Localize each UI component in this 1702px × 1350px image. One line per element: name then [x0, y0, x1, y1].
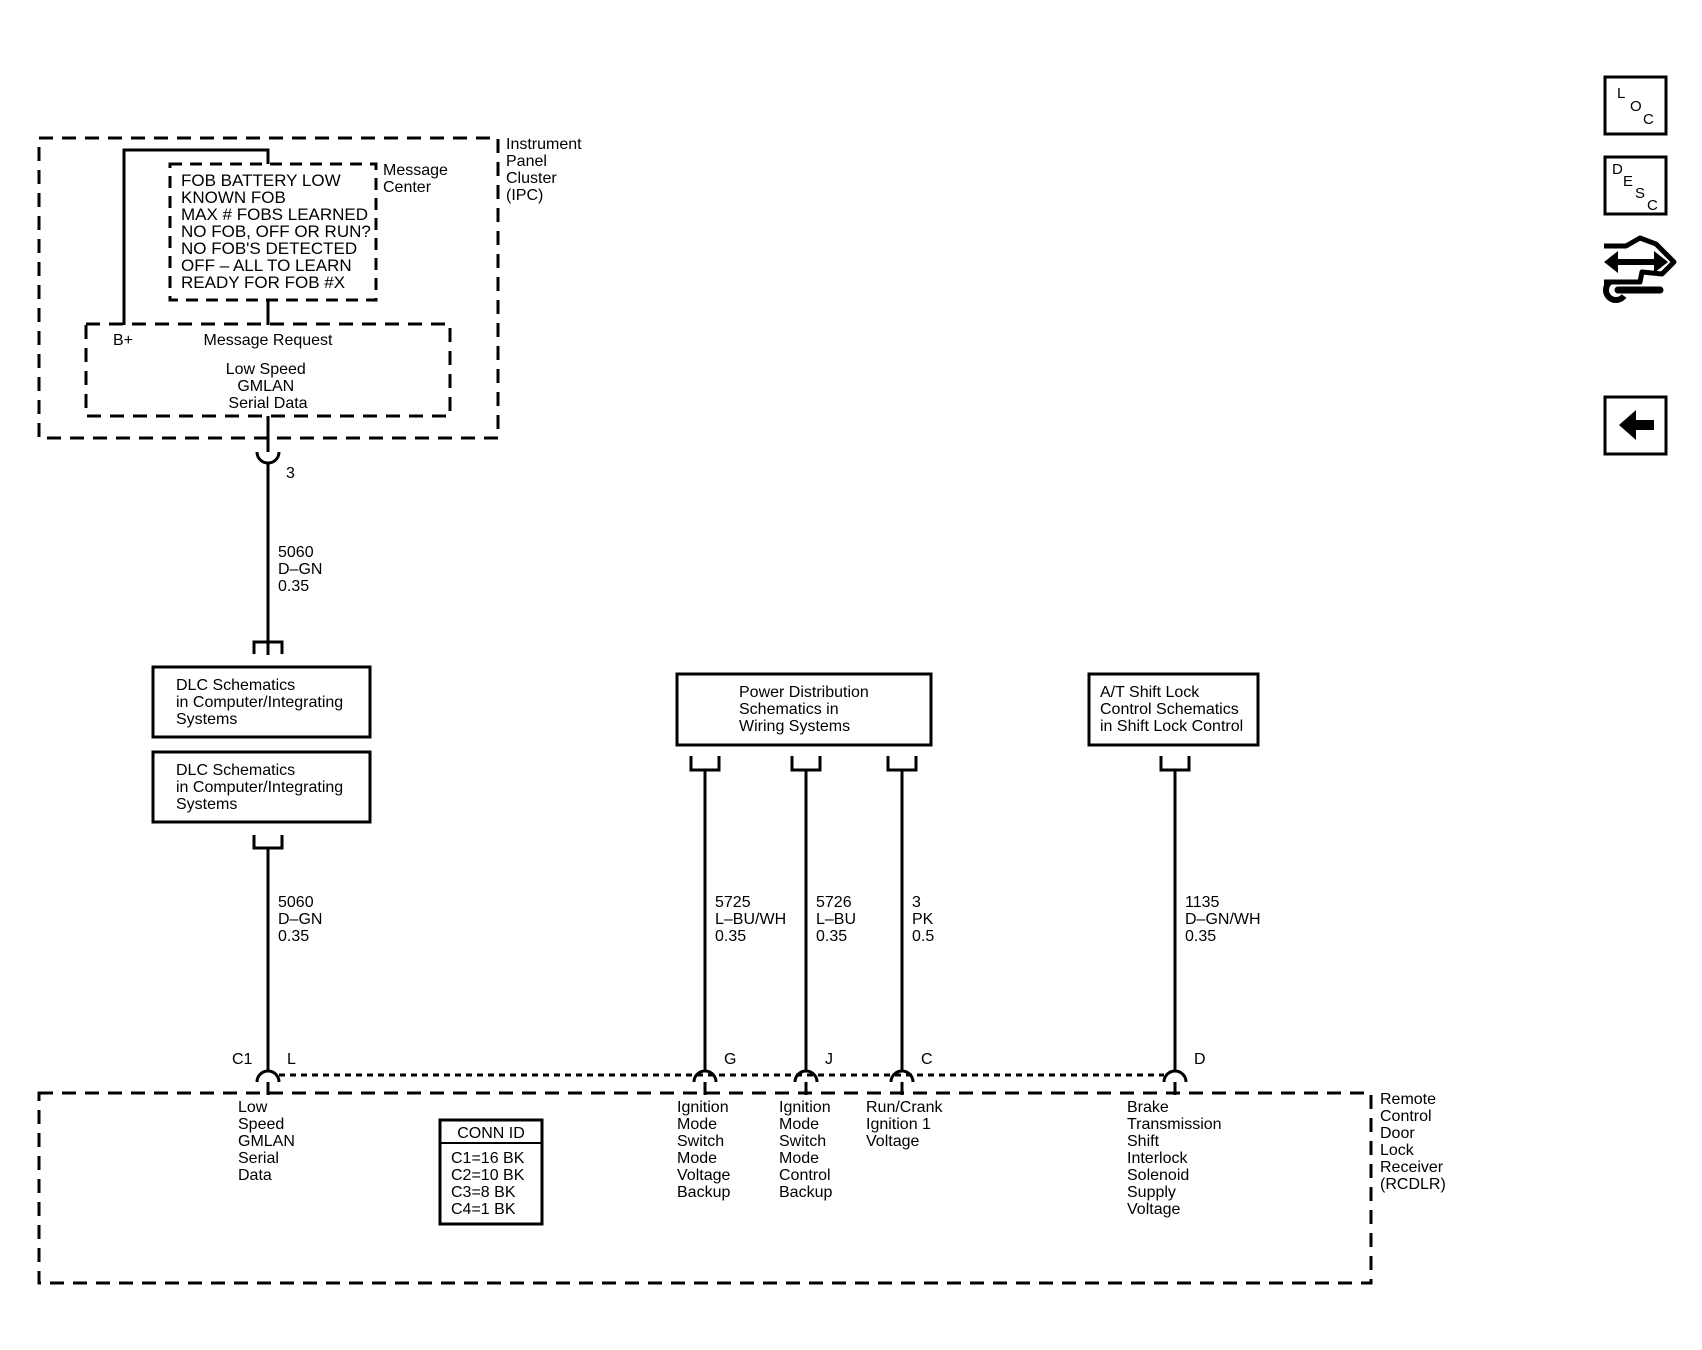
dlc-ref-2-box	[151, 750, 372, 824]
dlc1-connector-bracket	[252, 640, 284, 654]
conn-id-outline	[438, 1118, 544, 1226]
bplus-label: B+	[113, 332, 133, 349]
wire-5060-top: 3 5060 D–GN 0.35	[252, 451, 327, 655]
message-request-label: Message Request	[204, 332, 334, 349]
loc-letter-c: C	[1643, 111, 1654, 128]
dlc-ref-1-box	[151, 665, 372, 739]
dlc-ref-2-text: DLC Schematics in Computer/Integrating S…	[176, 762, 348, 813]
ipc-label: Instrument Panel Cluster (IPC)	[506, 136, 586, 204]
loc-button-frame	[1603, 75, 1668, 136]
hand-arrow-left	[1604, 251, 1618, 273]
conn-id-rows: C1=16 BK C2=10 BK C3=8 BK C4=1 BK	[451, 1150, 529, 1218]
rcdlr-connector-c1: C1 L G J C D	[232, 1051, 1206, 1095]
hand-outline	[1604, 235, 1677, 285]
loc-letter-l: L	[1617, 85, 1625, 102]
conn-id-table: CONN ID C1=16 BK C2=10 BK C3=8 BK C4=1 B…	[438, 1118, 544, 1226]
wire-5726: 5726 L–BU 0.35	[790, 756, 860, 1071]
back-button-frame	[1603, 395, 1668, 456]
wire-5726-bracket	[790, 756, 822, 772]
ipc-pin-3-connector	[255, 451, 281, 465]
conn-id-title: CONN ID	[457, 1125, 525, 1142]
desc-button[interactable]: D E S C	[1603, 155, 1668, 216]
loc-letter-o: O	[1630, 98, 1642, 115]
rcdlr-outline	[37, 1091, 1373, 1285]
wire-5060-top-label: 5060 D–GN 0.35	[278, 544, 327, 595]
desc-button-frame	[1603, 155, 1668, 216]
back-arrow-icon	[1619, 410, 1654, 440]
message-center-outline	[168, 162, 378, 302]
power-ref-box	[675, 672, 933, 747]
shift-lock-ref[interactable]: A/T Shift Lock Control Schematics in Shi…	[1087, 672, 1260, 747]
wire-1135-bracket	[1159, 756, 1191, 772]
dlc2-connector-bracket	[252, 835, 284, 850]
shift-ref-box	[1087, 672, 1260, 747]
ipc-module: Instrument Panel Cluster (IPC) Message C…	[37, 136, 586, 452]
pin-G-label: G	[724, 1051, 736, 1068]
circuit-D-label: Brake Transmission Shift Interlock Solen…	[1127, 1099, 1226, 1218]
power-distribution-ref[interactable]: Power Distribution Schematics in Wiring …	[675, 672, 933, 747]
back-button[interactable]	[1603, 395, 1668, 456]
rcdlr-module: Remote Control Door Lock Receiver (RCDLR…	[37, 1091, 1448, 1285]
desc-letter-e: E	[1623, 173, 1633, 190]
wire-5725-bracket	[689, 756, 721, 772]
message-list: FOB BATTERY LOW KNOWN FOB MAX # FOBS LEA…	[181, 171, 376, 292]
rcdlr-label: Remote Control Door Lock Receiver (RCDLR…	[1380, 1091, 1448, 1193]
dlc-schematics-ref-2[interactable]: DLC Schematics in Computer/Integrating S…	[151, 750, 372, 824]
circuit-J-label: Ignition Mode Switch Mode Control Backup	[779, 1099, 835, 1201]
serial-data-label: Low Speed GMLAN Serial Data	[226, 361, 311, 412]
wire-3: 3 PK 0.5	[886, 756, 938, 1071]
desc-letter-s: S	[1635, 185, 1645, 202]
pin-L-connector	[255, 1069, 281, 1083]
wire-5726-label: 5726 L–BU 0.35	[816, 894, 860, 945]
diagnostic-hand-wrench-icon[interactable]	[1603, 235, 1677, 303]
shift-ref-text: A/T Shift Lock Control Schematics in Shi…	[1100, 684, 1243, 735]
wrench-head	[1603, 279, 1627, 303]
pin-J-connector	[793, 1069, 819, 1083]
wire-1135: 1135 D–GN/WH 0.35	[1159, 756, 1265, 1071]
loc-button[interactable]: L O C	[1603, 75, 1668, 136]
message-center-label: Message Center	[383, 162, 452, 196]
wire-5060-bottom-label: 5060 D–GN 0.35	[278, 894, 327, 945]
circuit-G-label: Ignition Mode Switch Mode Voltage Backup	[677, 1099, 735, 1201]
pin-C-label: C	[921, 1051, 933, 1068]
dlc-schematics-ref-1[interactable]: DLC Schematics in Computer/Integrating S…	[151, 665, 372, 739]
wire-1135-label: 1135 D–GN/WH 0.35	[1185, 894, 1265, 945]
desc-letter-d: D	[1612, 161, 1623, 178]
circuit-C-label: Run/Crank Ignition 1 Voltage	[866, 1099, 947, 1150]
ipc-pin-3-label: 3	[286, 465, 295, 482]
wire-5725: 5725 L–BU/WH 0.35	[689, 756, 791, 1071]
hand-arrow-right	[1654, 251, 1668, 273]
power-ref-text: Power Distribution Schematics in Wiring …	[739, 684, 873, 735]
pin-J-label: J	[825, 1051, 833, 1068]
wire-3-label: 3 PK 0.5	[912, 894, 938, 945]
wire-3-bracket	[886, 756, 918, 772]
wire-5725-label: 5725 L–BU/WH 0.35	[715, 894, 791, 945]
wire-5060-bottom: 5060 D–GN 0.35	[252, 835, 327, 1071]
bplus-feed-line	[122, 148, 270, 325]
connector-c1-label: C1	[232, 1051, 253, 1068]
dlc-ref-1-text: DLC Schematics in Computer/Integrating S…	[176, 677, 348, 728]
pin-G-connector	[692, 1069, 718, 1083]
pin-L-label: L	[287, 1051, 296, 1068]
pin-C-connector	[889, 1069, 915, 1083]
pin-D-connector	[1162, 1069, 1188, 1083]
ipc-outline	[37, 136, 500, 440]
pin-D-label: D	[1194, 1051, 1206, 1068]
circuit-L-label: Low Speed GMLAN Serial Data	[238, 1099, 299, 1184]
desc-letter-c: C	[1647, 197, 1658, 214]
